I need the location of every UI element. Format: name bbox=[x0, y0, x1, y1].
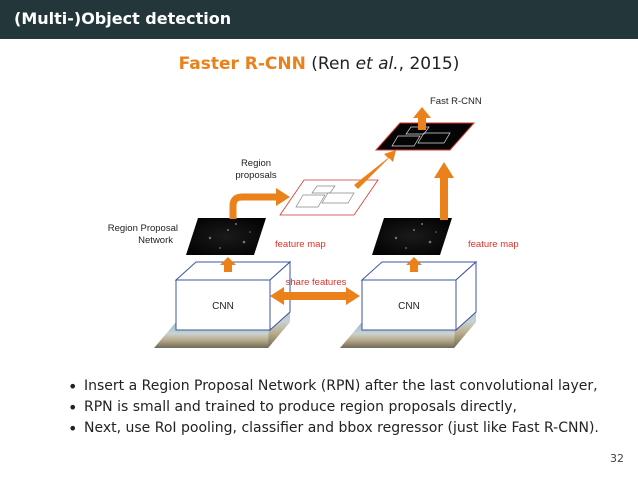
faster-rcnn-diagram: CNN feature map Region Proposal Network … bbox=[108, 96, 519, 348]
rpn-label-2: Network bbox=[138, 235, 173, 246]
proposal-box-1 bbox=[295, 194, 326, 208]
title-rest-post: , 2015) bbox=[398, 54, 460, 74]
fast-rcnn-sheet bbox=[374, 122, 476, 151]
region-proposals-label-2: proposals bbox=[235, 170, 276, 181]
fast-rcnn-label: Fast R-CNN bbox=[430, 96, 482, 107]
arrow-fast-rcnn-output bbox=[413, 107, 431, 130]
proposal-box-3 bbox=[311, 185, 336, 194]
rpn-label-1: Region Proposal bbox=[108, 223, 178, 234]
cnn-left-front bbox=[175, 279, 271, 331]
feature-map-left-noise bbox=[208, 223, 251, 249]
fast-rcnn-box-2 bbox=[417, 132, 451, 144]
region-proposals-sheet bbox=[279, 179, 379, 216]
share-features-arrow bbox=[270, 287, 360, 305]
feature-map-left bbox=[186, 218, 266, 255]
arrow-feature-to-fast-rcnn-head bbox=[434, 162, 454, 178]
cnn-right-label: CNN bbox=[398, 301, 420, 312]
share-features-label: share features bbox=[286, 277, 347, 288]
fast-rcnn-box-1 bbox=[391, 135, 421, 147]
bullet-item: Insert a Region Proposal Network (RPN) a… bbox=[68, 376, 599, 397]
header-title: (Multi-)Object detection bbox=[14, 9, 232, 28]
proposal-box-2 bbox=[321, 192, 355, 204]
arrow-proposals-to-fast-rcnn bbox=[354, 150, 396, 189]
fast-rcnn-box-3 bbox=[405, 126, 430, 135]
page-number: 32 bbox=[610, 452, 624, 465]
arrow-rpn-head bbox=[276, 188, 290, 206]
slide-header: (Multi-)Object detection bbox=[0, 0, 638, 39]
arrow-up-left bbox=[220, 257, 236, 272]
slide-title: Faster R-CNN (Ren et al., 2015) bbox=[0, 54, 638, 74]
feature-map-right-label: feature map bbox=[468, 239, 519, 250]
arrow-feature-to-fast-rcnn-shaft bbox=[440, 176, 448, 220]
arrow-rpn-to-proposals bbox=[229, 193, 276, 219]
feature-map-right-noise bbox=[394, 223, 437, 249]
title-rest-pre: (Ren bbox=[305, 54, 356, 74]
cnn-left-label: CNN bbox=[212, 301, 234, 312]
bullet-item: RPN is small and trained to produce regi… bbox=[68, 397, 599, 418]
feature-map-right bbox=[372, 218, 452, 255]
feature-map-left-label: feature map bbox=[275, 239, 326, 250]
bullet-item: Next, use RoI pooling, classifier and bb… bbox=[68, 418, 599, 439]
title-italic: et al. bbox=[355, 54, 399, 74]
cnn-right-front bbox=[361, 279, 457, 331]
arrow-up-right bbox=[406, 257, 422, 272]
region-proposals-label-1: Region bbox=[241, 158, 271, 169]
title-accent: Faster R-CNN bbox=[178, 54, 306, 74]
bullet-list: Insert a Region Proposal Network (RPN) a… bbox=[68, 376, 599, 439]
